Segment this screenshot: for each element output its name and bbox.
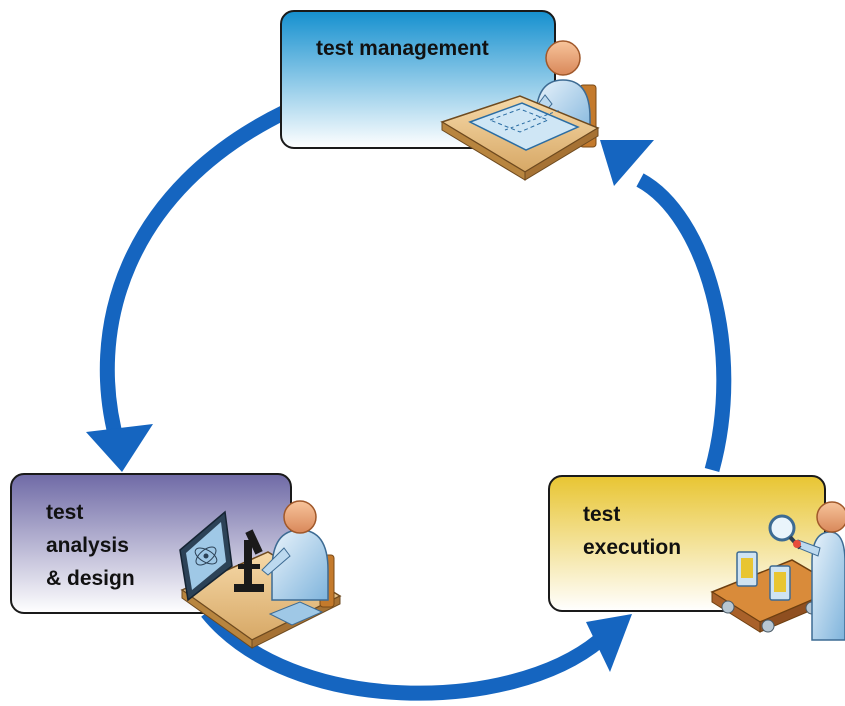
execution-label-line-2: execution <box>583 536 681 559</box>
arrow-analysis-to-execution <box>201 607 605 701</box>
analysis-label-line-2: analysis <box>46 534 129 557</box>
arrow-execution-to-management-head <box>600 140 654 186</box>
analysis-label-line-3: & design <box>46 567 135 590</box>
arrow-management-to-analysis <box>99 105 289 448</box>
analysis-label-line-1: test <box>46 501 83 524</box>
arrow-analysis-to-execution-head <box>586 614 632 672</box>
node-test-management: test management <box>280 10 600 181</box>
arrow-execution-to-management <box>636 173 732 472</box>
svg-text:test management: test management <box>316 37 489 60</box>
arrow-management-to-analysis-head <box>86 424 153 472</box>
person-at-drafting-table-icon <box>440 40 600 181</box>
test-management-label: test management <box>316 37 489 60</box>
svg-text:test analysis & de: test analysis & design <box>46 501 135 590</box>
person-with-microscope-and-computer-icon <box>179 500 342 649</box>
cycle-arrows <box>86 105 732 701</box>
svg-text:test execution: test execution <box>583 503 681 559</box>
person-at-conveyor-belt-with-magnifier-icon <box>710 501 845 641</box>
node-test-execution: test execution <box>548 475 845 641</box>
node-test-analysis-design: test analysis & design <box>10 473 342 649</box>
execution-label-line-1: test <box>583 503 620 526</box>
